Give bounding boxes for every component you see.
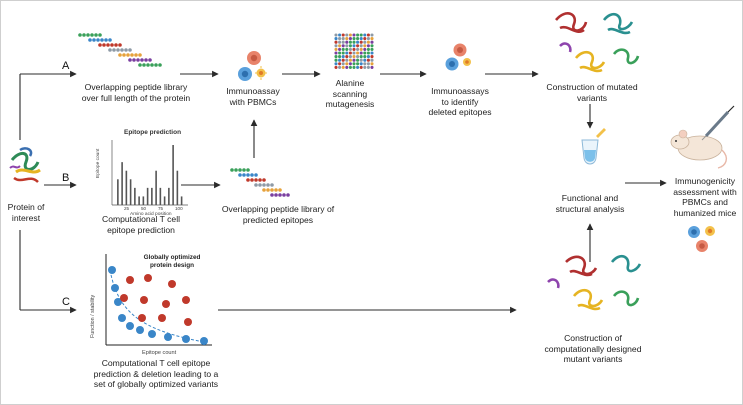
epitope-bar bbox=[134, 187, 136, 205]
humanized-mouse-icon bbox=[670, 129, 728, 169]
label-functional-structural: Functional and structural analysis bbox=[555, 193, 625, 214]
pbmc-cells-icon bbox=[238, 51, 267, 81]
pbmc-cells-icon-2 bbox=[445, 43, 471, 71]
epitope-bar bbox=[129, 179, 132, 205]
label-construction-mutated: Construction of mutated variants bbox=[546, 82, 638, 103]
opt-chart-title: Globally optimized protein design bbox=[143, 254, 201, 269]
test-tube-icon bbox=[581, 128, 606, 165]
epitope-bar bbox=[155, 170, 157, 205]
epitope-chart-tick-label: 75 bbox=[158, 206, 164, 211]
protein-of-interest-icon bbox=[9, 147, 41, 183]
opt-blue-point bbox=[164, 333, 172, 341]
label-computational-deletion: Computational T cell epitope prediction … bbox=[93, 358, 219, 389]
label-peptide-library-full: Overlapping peptide library over full le… bbox=[81, 82, 191, 103]
label-computational-prediction: Computational T cell epitope prediction bbox=[101, 214, 181, 235]
opt-blue-point bbox=[148, 330, 156, 338]
epitope-bar bbox=[168, 187, 170, 205]
pbmc-cells-icon-3 bbox=[688, 226, 715, 252]
epitope-bar bbox=[151, 187, 153, 205]
opt-blue-point bbox=[182, 335, 190, 343]
branch-label-b: B bbox=[62, 172, 70, 184]
epitope-chart-xlabel: Amino acid position bbox=[130, 212, 172, 217]
opt-blue-point bbox=[136, 326, 144, 334]
epitope-bar bbox=[180, 196, 183, 205]
opt-red-point bbox=[184, 318, 192, 326]
opt-blue-point bbox=[118, 314, 126, 322]
branch-label-a: A bbox=[62, 60, 70, 72]
peptide-library-full-icon bbox=[78, 33, 162, 67]
epitope-chart-title: Epitope prediction bbox=[124, 129, 182, 136]
branch-connectors bbox=[19, 70, 77, 314]
opt-red-point bbox=[120, 294, 128, 302]
designed-variants-proteins-icon bbox=[547, 254, 642, 311]
epitope-prediction-chart bbox=[111, 140, 188, 206]
flow-arrows bbox=[180, 70, 667, 314]
opt-chart-xlabel: Epitope count bbox=[142, 350, 177, 356]
opt-blue-point bbox=[108, 266, 116, 274]
epitope-bar bbox=[172, 145, 174, 205]
label-immunogenicity: Immunogenicity assessment with PBMCs and… bbox=[673, 176, 737, 218]
label-immunoassay-pbmc: Immunoassay with PBMCs bbox=[226, 86, 280, 107]
epitope-bar bbox=[142, 196, 145, 205]
opt-red-point bbox=[162, 300, 170, 308]
opt-red-point bbox=[168, 280, 176, 288]
optimization-chart bbox=[105, 254, 212, 346]
epitope-chart-tick-label: 100 bbox=[175, 206, 183, 211]
epitope-bar bbox=[125, 170, 128, 205]
opt-red-point bbox=[126, 276, 134, 284]
epitope-chart-tick-label: 25 bbox=[124, 206, 130, 211]
opt-red-point bbox=[140, 296, 148, 304]
epitope-chart-ylabel: Epitope count bbox=[96, 148, 101, 178]
epitope-bar bbox=[163, 196, 166, 205]
epitope-bar bbox=[121, 162, 123, 205]
opt-blue-point bbox=[114, 298, 122, 306]
opt-red-point bbox=[158, 314, 166, 322]
branch-label-c: C bbox=[62, 296, 70, 308]
epitope-bar bbox=[117, 179, 119, 205]
label-protein-of-interest: Protein of interest bbox=[7, 202, 45, 223]
epitope-bar bbox=[138, 196, 140, 205]
label-alanine-scanning: Alanine scanning mutagenesis bbox=[325, 78, 375, 109]
epitope-bar bbox=[146, 187, 149, 205]
opt-blue-point bbox=[126, 322, 134, 330]
opt-red-point bbox=[144, 274, 152, 282]
epitope-bar bbox=[176, 170, 179, 205]
label-immunoassays-identify: Immunoassays to identify deleted epitope… bbox=[428, 86, 492, 117]
opt-red-point bbox=[182, 296, 190, 304]
opt-chart-ylabel: Function / stability bbox=[90, 294, 96, 338]
epitope-bar bbox=[159, 187, 162, 205]
syringe-icon bbox=[701, 105, 735, 141]
alanine-scanning-grid-icon bbox=[334, 33, 374, 69]
label-construction-designed: Construction of computationally designed… bbox=[544, 333, 642, 364]
label-peptide-library-predicted: Overlapping peptide library of predicted… bbox=[221, 204, 335, 225]
peptide-library-predicted-icon bbox=[230, 168, 290, 197]
epitope-chart-tick-label: 50 bbox=[141, 206, 147, 211]
opt-red-point bbox=[138, 314, 146, 322]
opt-blue-point bbox=[111, 284, 119, 292]
opt-blue-point bbox=[200, 337, 208, 345]
mutated-variants-proteins-icon bbox=[555, 12, 640, 73]
